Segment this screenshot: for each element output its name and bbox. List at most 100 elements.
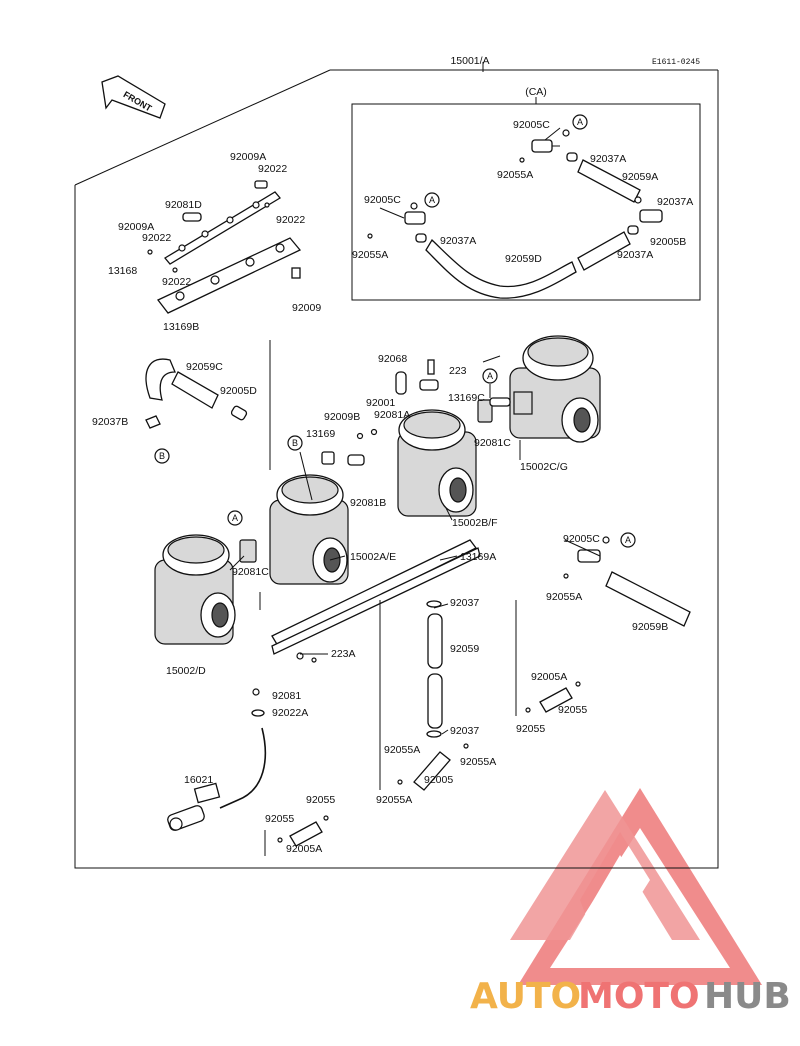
watermark-logo bbox=[510, 788, 762, 985]
label-92022-2: 92022 bbox=[142, 232, 171, 244]
label-92055A-2: 92055A bbox=[352, 249, 388, 261]
label-92022A: 92022A bbox=[272, 707, 308, 719]
ca-hoses bbox=[367, 129, 663, 299]
label-92001: 92001 bbox=[366, 397, 395, 409]
callout-a-ca2 bbox=[424, 192, 440, 208]
choke-cable bbox=[167, 688, 267, 831]
label-92005C-1: 92005C bbox=[513, 119, 550, 131]
label-92081C-1: 92081C bbox=[474, 437, 511, 449]
label-92022-1: 92022 bbox=[258, 163, 287, 175]
label-92022-3: 92022 bbox=[276, 214, 305, 226]
label-16021: 16021 bbox=[184, 774, 213, 786]
label-92059B: 92059B bbox=[632, 621, 668, 633]
callout-a-mid-label: A bbox=[487, 371, 493, 381]
bottom-fittings bbox=[264, 815, 329, 856]
label-92037A-2: 92037A bbox=[440, 235, 476, 247]
callout-b-mid bbox=[287, 435, 303, 451]
front-arrow: FRONT bbox=[101, 75, 166, 119]
label-92037A-1: 92037A bbox=[590, 153, 626, 165]
callout-a-right bbox=[620, 532, 636, 548]
carburetor-1 bbox=[154, 534, 236, 645]
label-92005C-3: 92005C bbox=[563, 533, 600, 545]
label-92022-4: 92022 bbox=[162, 276, 191, 288]
callout-a-right-label: A bbox=[625, 535, 631, 545]
label-92009A-2: 92009A bbox=[118, 221, 154, 233]
label-15002AE: 15002A/E bbox=[350, 551, 396, 563]
callout-b-mid-label: B bbox=[292, 438, 298, 448]
label-92059A: 92059A bbox=[622, 171, 658, 183]
label-92055-2: 92055 bbox=[516, 723, 545, 735]
outer-frame bbox=[74, 62, 719, 869]
label-92037B: 92037B bbox=[92, 416, 128, 428]
label-92055A-6: 92055A bbox=[376, 794, 412, 806]
left-hose-group bbox=[145, 358, 248, 429]
label-92005C-2: 92005C bbox=[364, 194, 401, 206]
label-92055A-3: 92055A bbox=[546, 591, 582, 603]
fuel-rail-lower bbox=[271, 539, 481, 663]
label-13169C: 13169C bbox=[448, 392, 485, 404]
callout-a-ca1 bbox=[572, 114, 588, 130]
ca-group-box: (CA) bbox=[351, 86, 701, 301]
label-92037A-3: 92037A bbox=[657, 196, 693, 208]
label-13169: 13169 bbox=[306, 428, 335, 440]
label-92037-2: 92037 bbox=[450, 725, 479, 737]
leader-lines bbox=[229, 127, 601, 735]
watermark-moto: MOTO bbox=[578, 976, 700, 1017]
label-15002D: 15002/D bbox=[166, 665, 206, 677]
label-92005A-2: 92005A bbox=[286, 843, 322, 855]
assembly-label: 15001/A bbox=[450, 55, 489, 67]
label-15002BF: 15002B/F bbox=[452, 517, 498, 529]
callout-a-left bbox=[227, 510, 243, 526]
fuel-rail-upper bbox=[147, 180, 302, 314]
label-92081: 92081 bbox=[272, 690, 301, 702]
right-hose-group bbox=[563, 536, 691, 627]
label-92055-4: 92055 bbox=[265, 813, 294, 825]
label-92081C-2: 92081C bbox=[232, 566, 269, 578]
callout-a-left-label: A bbox=[232, 513, 238, 523]
label-92055-3: 92055 bbox=[306, 794, 335, 806]
carburetor-3 bbox=[397, 409, 477, 517]
diagram-code: E1611-0245 bbox=[652, 58, 700, 67]
center-hose-group bbox=[379, 600, 469, 791]
label-92055A-5: 92055A bbox=[460, 756, 496, 768]
carburetor-4 bbox=[509, 335, 601, 443]
springs-fittings bbox=[239, 359, 511, 563]
label-15002CG: 15002C/G bbox=[520, 461, 568, 473]
label-92059D: 92059D bbox=[505, 253, 542, 265]
label-92055A-1: 92055A bbox=[497, 169, 533, 181]
label-13169B: 13169B bbox=[163, 321, 199, 333]
watermark-hub: HUB bbox=[704, 976, 791, 1017]
ca-group-label: (CA) bbox=[525, 86, 547, 98]
label-92009: 92009 bbox=[292, 302, 321, 314]
label-223A: 223A bbox=[331, 648, 356, 660]
callout-b-left bbox=[154, 448, 170, 464]
callout-a-ca1-label: A bbox=[577, 117, 583, 127]
callout-a-ca2-label: A bbox=[429, 195, 435, 205]
label-92005B: 92005B bbox=[650, 236, 686, 248]
label-92009B: 92009B bbox=[324, 411, 360, 423]
label-92059: 92059 bbox=[450, 643, 479, 655]
label-92081B: 92081B bbox=[350, 497, 386, 509]
label-92081D: 92081D bbox=[165, 199, 202, 211]
right-small-fittings bbox=[515, 600, 581, 716]
label-92005A-1: 92005A bbox=[531, 671, 567, 683]
label-223: 223 bbox=[449, 365, 467, 377]
label-92037A-4: 92037A bbox=[617, 249, 653, 261]
label-13168: 13168 bbox=[108, 265, 137, 277]
watermark-text: AUTO MOTO HUB bbox=[470, 976, 791, 1017]
label-13169A: 13169A bbox=[460, 551, 496, 563]
label-92005: 92005 bbox=[424, 774, 453, 786]
label-92055A-4: 92055A bbox=[384, 744, 420, 756]
carburetor-2 bbox=[269, 474, 349, 585]
label-92005D: 92005D bbox=[220, 385, 257, 397]
callout-a-mid bbox=[482, 368, 498, 384]
label-92055-1: 92055 bbox=[558, 704, 587, 716]
label-92037-1: 92037 bbox=[450, 597, 479, 609]
label-92059C: 92059C bbox=[186, 361, 223, 373]
label-92068: 92068 bbox=[378, 353, 407, 365]
watermark-auto: AUTO bbox=[470, 976, 581, 1017]
callout-b-left-label: B bbox=[159, 451, 165, 461]
label-92081A: 92081A bbox=[374, 409, 410, 421]
label-92009A-1: 92009A bbox=[230, 151, 266, 163]
